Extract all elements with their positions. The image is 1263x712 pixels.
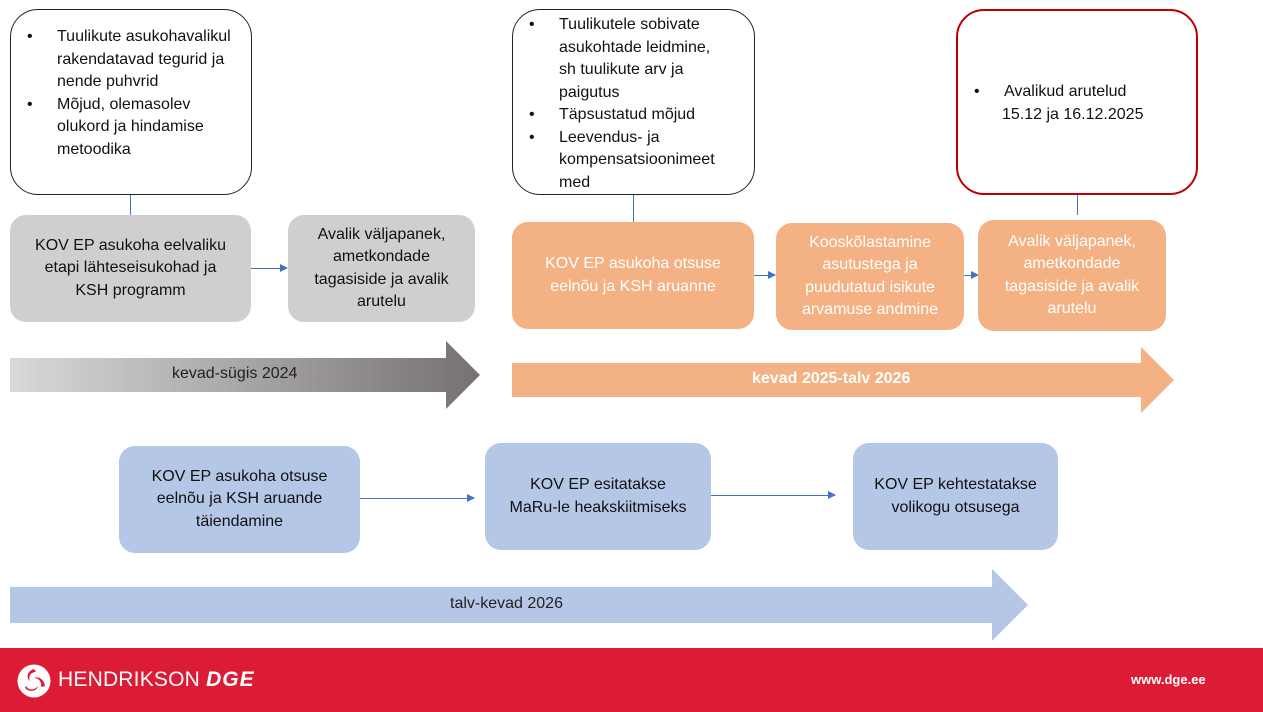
note-line: paigutus (559, 83, 620, 101)
phase2-note-bullet-1: Tuulikutele sobivate asukohtade leidmine… (513, 14, 754, 104)
phase1-period-label: kevad-sügis 2024 (172, 365, 298, 382)
phase3-step-3: KOV EP kehtestatakse volikogu otsusega (853, 443, 1058, 550)
hendrikson-logo-icon (17, 664, 51, 698)
phase1-note-bullet-1: Tuulikute asukohavalikul rakendatavad te… (11, 26, 251, 94)
phase1-note-connector (130, 195, 131, 215)
note-line: 15.12 ja 16.12.2025 (1002, 105, 1144, 123)
phase2-timeline-arrow (512, 347, 1174, 413)
phase2-step-1: KOV EP asukoha otsuse eelnõu ja KSH arua… (512, 222, 754, 329)
website-link[interactable]: www.dge.ee (1131, 672, 1206, 687)
phase1-step-1: KOV EP asukoha eelvaliku etapi lähteseis… (10, 215, 251, 322)
phase2-step-3-label: Avalik väljapanek, ametkondade tagasisid… (1004, 232, 1140, 318)
phase2-note-bullet-3: Leevendus- ja kompensatsioonimeet med (513, 127, 754, 195)
phase1-step-2: Avalik väljapanek, ametkondade tagasisid… (288, 215, 475, 322)
note-line: sh tuulikute arv ja (559, 61, 684, 78)
phase2-period-label: kevad 2025-talv 2026 (752, 370, 911, 387)
public-hearings-connector (1077, 195, 1078, 215)
phase1-step-2-label: Avalik väljapanek, ametkondade tagasisid… (314, 225, 449, 311)
phase1-timeline-arrow (10, 341, 480, 409)
phase3-arrow-2 (711, 491, 836, 499)
note-line: med (559, 173, 591, 191)
phase3-timeline-arrow (10, 569, 1028, 641)
phase1-step-1-label: KOV EP asukoha eelvaliku etapi lähteseis… (35, 236, 226, 299)
phase2-arrow-2 (964, 271, 979, 279)
phase1-note-bullet-2: Mõjud, olemasolev olukord ja hindamise m… (11, 94, 251, 162)
phase2-note: Tuulikutele sobivate asukohtade leidmine… (512, 9, 755, 195)
note-line: Avalikud arutelud (1004, 83, 1127, 100)
phase3-step-2: KOV EP esitatakse MaRu-le heakskiitmisek… (485, 443, 711, 550)
phase2-step-2: Kooskõlastamine asutustega ja puudutatud… (776, 223, 964, 330)
note-line: asukohtade leidmine, (559, 38, 711, 56)
phase2-step-2-label: Kooskõlastamine asutustega ja puudutatud… (801, 233, 939, 319)
phase3-step-2-label: KOV EP esitatakse MaRu-le heakskiitmisek… (509, 476, 687, 516)
phase3-arrow-1 (360, 494, 475, 502)
phase2-step-1-label: KOV EP asukoha otsuse eelnõu ja KSH arua… (545, 255, 721, 295)
brand-name: HENDRIKSON (58, 668, 201, 691)
brand-logo: HENDRIKSON DGE (58, 668, 255, 692)
phase2-step-3: Avalik väljapanek, ametkondade tagasisid… (978, 220, 1166, 331)
brand-suffix: DGE (206, 668, 255, 691)
footer-bar: HENDRIKSON DGE www.dge.ee (0, 648, 1263, 712)
note-line: Tuulikutele sobivate (559, 16, 700, 33)
phase3-period-label: talv-kevad 2026 (450, 595, 563, 612)
phase2-note-connector (633, 195, 634, 222)
phase2-note-bullet-2: Täpsustatud mõjud (513, 104, 754, 127)
phase3-step-1-label: KOV EP asukoha otsuse eelnõu ja KSH arua… (151, 467, 328, 530)
note-line: Leevendus- ja (559, 128, 660, 146)
phase2-arrow-1 (754, 271, 776, 279)
public-hearings-bullet: Avalikud arutelud 15.12 ja 16.12.2025 (958, 81, 1196, 126)
phase3-step-1: KOV EP asukoha otsuse eelnõu ja KSH arua… (119, 446, 360, 553)
note-line: kompensatsioonimeet (559, 151, 715, 168)
phase3-step-3-label: KOV EP kehtestatakse volikogu otsusega (874, 476, 1037, 516)
public-hearings-note: Avalikud arutelud 15.12 ja 16.12.2025 (956, 9, 1198, 195)
phase1-note: Tuulikute asukohavalikul rakendatavad te… (10, 9, 252, 195)
phase1-arrow-1 (251, 264, 288, 272)
